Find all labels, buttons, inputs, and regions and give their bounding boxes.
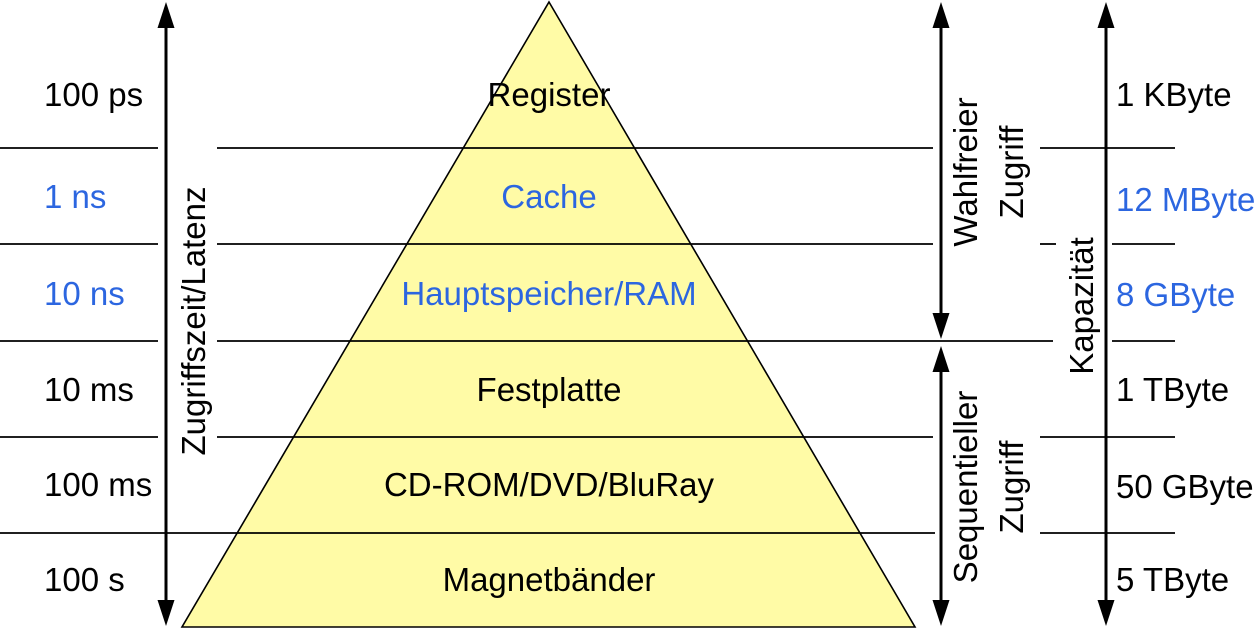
latency-value-harddisk: 10 ms xyxy=(44,371,134,408)
latency-value-tape: 100 s xyxy=(44,561,125,598)
random-access-label: Wahlfreier Zugriff xyxy=(943,97,1035,246)
latency-value-optical: 100 ms xyxy=(44,466,153,503)
sequential-access-arrow xyxy=(932,346,950,626)
random-access-arrow xyxy=(932,2,950,339)
capacity-axis-arrow xyxy=(1097,2,1115,626)
latency-value-cache: 1 ns xyxy=(44,178,107,215)
sequential-access-label-line2: Zugriff xyxy=(993,440,1030,534)
capacity-value-ram: 8 GByte xyxy=(1116,276,1236,313)
capacity-value-register: 1 KByte xyxy=(1116,76,1232,113)
latency-axis-arrow xyxy=(157,2,175,626)
capacity-value-tape: 5 TByte xyxy=(1116,561,1230,598)
random-access-label-line2: Zugriff xyxy=(993,125,1030,219)
sequential-access-label: Sequentieller Zugriff xyxy=(943,391,1035,584)
latency-axis-label: Zugriffszeit/Latenz xyxy=(175,186,212,456)
capacity-value-harddisk: 1 TByte xyxy=(1116,371,1230,408)
capacity-axis-label: Kapazität xyxy=(1063,237,1100,375)
capacity-value-cache: 12 MByte xyxy=(1116,181,1256,218)
memory-pyramid-shape xyxy=(180,0,917,628)
pyramid-level-cache: Cache xyxy=(501,178,597,215)
capacity-value-optical: 50 GByte xyxy=(1116,468,1254,505)
pyramid-level-harddisk: Festplatte xyxy=(476,371,622,408)
pyramid-level-tape: Magnetbänder xyxy=(442,561,656,598)
level-separator-lines xyxy=(0,147,1175,534)
sequential-access-label-line1: Sequentieller xyxy=(947,390,984,584)
latency-value-register: 100 ps xyxy=(44,76,144,113)
pyramid-level-register: Register xyxy=(487,76,611,113)
pyramid-level-optical: CD-ROM/DVD/BluRay xyxy=(383,466,715,503)
pyramid-level-ram: Hauptspeicher/RAM xyxy=(401,275,697,312)
latency-value-ram: 10 ns xyxy=(44,275,125,312)
random-access-label-line1: Wahlfreier xyxy=(947,97,984,247)
